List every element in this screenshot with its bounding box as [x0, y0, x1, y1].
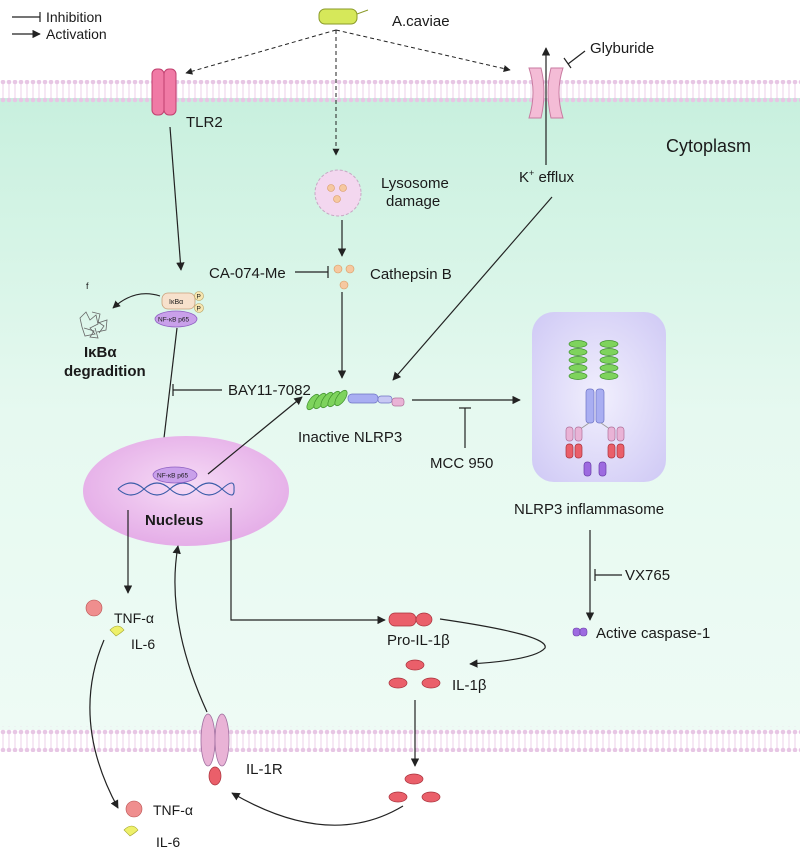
bay-label: BAY11-7082: [228, 382, 311, 399]
phospho-2: P: [197, 306, 201, 313]
cytokine-secretion-arrow: [89, 639, 119, 809]
mcc950-label: MCC 950: [430, 455, 493, 472]
ikba-nfkb-complex: IκBα P P NF-κB p65: [154, 291, 204, 328]
inactive-nlrp3: [306, 389, 405, 411]
tlr2-receptor: [151, 68, 177, 116]
glyburide-inhibition: [567, 50, 586, 65]
k-efflux-label: K+ efflux: [519, 168, 575, 186]
cytoplasm-label: Cytoplasm: [666, 136, 751, 156]
il6-label-2: IL-6: [156, 834, 180, 850]
phospho-1: P: [197, 294, 201, 301]
nucleus-nfkb: [152, 466, 198, 484]
ikba-degradation-arrow: [112, 293, 161, 309]
ikba-text: IκBα: [169, 299, 183, 306]
tnfa-molecule-1: [85, 599, 103, 617]
legend-inhibition: Inhibition: [46, 9, 102, 25]
pathogen-label: A.caviae: [392, 13, 450, 30]
ikba-degradation-line2: degradition: [64, 363, 146, 380]
cathepsin-b-label: Cathepsin B: [370, 266, 452, 283]
lysosome: [314, 169, 362, 217]
caspase-cleavage-arrow: [439, 618, 546, 668]
legend: Inhibition Activation: [12, 9, 107, 42]
ca074-label: CA-074-Me: [209, 265, 286, 282]
il6-molecule-1: [109, 625, 125, 637]
nlrp3-inflammasome-complex: [565, 340, 625, 477]
il6-molecule-2: [123, 825, 139, 837]
nfkb-text: NF-κB p65: [158, 317, 189, 324]
il1r-receptor: [200, 713, 230, 786]
nucleus-label: Nucleus: [145, 512, 203, 529]
cathepsin-b: [333, 264, 355, 290]
nucleus-to-nlrp3-arrow: [207, 396, 303, 475]
il1b-molecules: [388, 659, 441, 689]
extracellular-il1b: [388, 773, 441, 803]
pathogen-bacterium: [318, 8, 369, 25]
degraded-ikba-fragments: [79, 311, 108, 339]
tnfa-label-2: TNF-α: [153, 802, 193, 818]
il1r-label: IL-1R: [246, 761, 283, 778]
active-caspase-label: Active caspase-1: [596, 625, 710, 642]
lysosome-label-line1: Lysosome: [381, 175, 449, 192]
il1r-to-nucleus-arrow: [172, 545, 208, 713]
plasma-membrane-bottom: [0, 726, 800, 752]
nfkb-to-nucleus-arrow: [158, 327, 178, 456]
tnfa-molecule-2: [125, 800, 143, 818]
active-caspase-1: [572, 627, 588, 637]
il6-label-1: IL-6: [131, 636, 155, 652]
k-channel: [528, 67, 564, 119]
plasma-membrane-top: [0, 80, 800, 106]
debris-mark: f: [86, 281, 89, 291]
pro-il1b-label: Pro-IL-1β: [387, 632, 450, 649]
nucleus-to-pro-il1b-arrow: [230, 508, 386, 625]
tlr2-label: TLR2: [186, 114, 223, 131]
nucleus-nfkb-text: NF-κB p65: [157, 473, 188, 480]
legend-activation: Activation: [46, 26, 107, 42]
nlrp3-inflammasome-label: NLRP3 inflammasome: [514, 501, 664, 518]
il1b-to-receptor-arrow: [231, 792, 404, 826]
pathogen-arrows: [185, 29, 511, 156]
il1b-label: IL-1β: [452, 677, 487, 694]
tnfa-label-1: TNF-α: [114, 610, 154, 626]
tlr2-to-ikba-arrow: [169, 126, 185, 271]
lysosome-label-line2: damage: [386, 193, 440, 210]
k-efflux-to-nlrp3-arrow: [392, 196, 553, 381]
inactive-nlrp3-label: Inactive NLRP3: [298, 429, 402, 446]
ikba-degradation-line1: IκBα: [84, 344, 117, 361]
nucleus: [83, 436, 289, 546]
pro-il1b-molecule: [388, 612, 433, 627]
glyburide-label: Glyburide: [590, 40, 654, 57]
dna-helix: [117, 482, 235, 496]
vx765-label: VX765: [625, 567, 670, 584]
